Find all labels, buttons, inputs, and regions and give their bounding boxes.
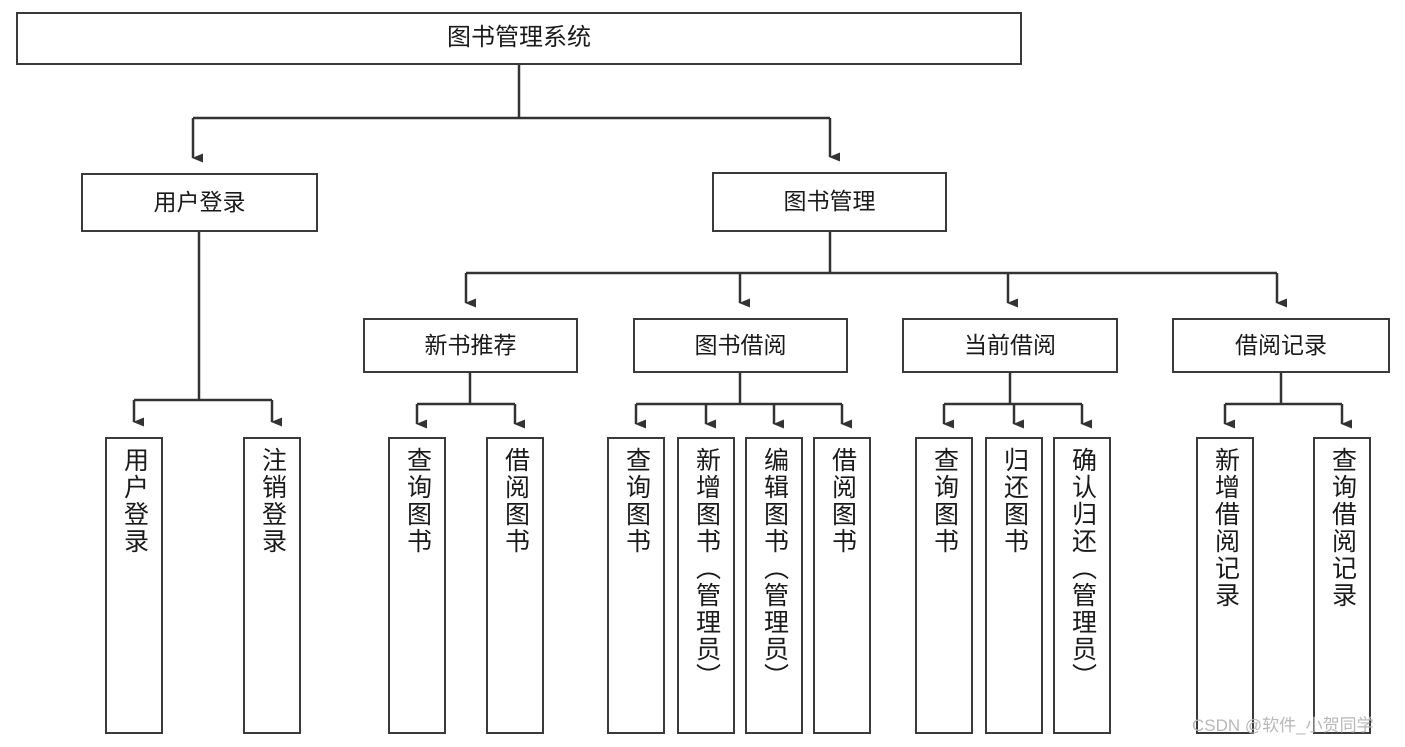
node-leaf-add-record[interactable]: 新增借阅记录 bbox=[1196, 437, 1254, 734]
watermark-text: CSDN @软件_小贺同学 bbox=[1192, 716, 1374, 735]
node-borrow-record-label: 借阅记录 bbox=[1235, 331, 1327, 358]
node-current-borrow[interactable]: 当前借阅 bbox=[902, 318, 1118, 373]
node-leaf-confirm-return[interactable]: 确认归还（管理员） bbox=[1053, 437, 1111, 734]
node-user-login-label: 用户登录 bbox=[153, 188, 246, 215]
node-book-borrow-label: 图书借阅 bbox=[694, 331, 787, 358]
node-leaf-query-book-3[interactable]: 查询图书 bbox=[915, 437, 973, 734]
node-leaf-add-book-label: 新增图书（管理员） bbox=[692, 447, 721, 690]
node-user-login[interactable]: 用户登录 bbox=[81, 173, 318, 232]
node-leaf-borrow-book-2-label: 借阅图书 bbox=[828, 447, 857, 555]
node-leaf-add-book[interactable]: 新增图书（管理员） bbox=[677, 437, 735, 734]
node-book-borrow[interactable]: 图书借阅 bbox=[633, 318, 848, 373]
node-leaf-user-login-label: 用户登录 bbox=[120, 447, 149, 555]
node-book-manage-label: 图书管理 bbox=[783, 188, 876, 215]
node-leaf-edit-book-label: 编辑图书（管理员） bbox=[760, 447, 789, 690]
node-leaf-query-book-1-label: 查询图书 bbox=[403, 447, 432, 555]
node-new-book-recommend[interactable]: 新书推荐 bbox=[363, 318, 578, 373]
node-new-book-recommend-label: 新书推荐 bbox=[424, 331, 517, 358]
node-leaf-edit-book[interactable]: 编辑图书（管理员） bbox=[745, 437, 803, 734]
node-leaf-logout[interactable]: 注销登录 bbox=[243, 437, 301, 734]
node-leaf-query-book-2-label: 查询图书 bbox=[622, 447, 651, 555]
node-current-borrow-label: 当前借阅 bbox=[964, 331, 1056, 358]
node-leaf-borrow-book-2[interactable]: 借阅图书 bbox=[813, 437, 871, 734]
node-book-manage[interactable]: 图书管理 bbox=[712, 172, 947, 232]
node-leaf-return-book-label: 归还图书 bbox=[1000, 447, 1029, 555]
node-leaf-add-record-label: 新增借阅记录 bbox=[1211, 447, 1240, 609]
node-root[interactable]: 图书管理系统 bbox=[16, 12, 1022, 65]
node-leaf-query-book-2[interactable]: 查询图书 bbox=[607, 437, 665, 734]
node-leaf-query-book-3-label: 查询图书 bbox=[930, 447, 959, 555]
node-root-label: 图书管理系统 bbox=[447, 24, 591, 52]
node-leaf-logout-label: 注销登录 bbox=[258, 447, 287, 555]
node-leaf-borrow-book-1-label: 借阅图书 bbox=[501, 447, 530, 555]
node-leaf-return-book[interactable]: 归还图书 bbox=[985, 437, 1043, 734]
node-leaf-query-record-label: 查询借阅记录 bbox=[1328, 447, 1357, 609]
node-leaf-confirm-return-label: 确认归还（管理员） bbox=[1068, 447, 1097, 690]
node-leaf-query-book-1[interactable]: 查询图书 bbox=[388, 437, 446, 734]
node-leaf-query-record[interactable]: 查询借阅记录 bbox=[1313, 437, 1371, 734]
node-leaf-borrow-book-1[interactable]: 借阅图书 bbox=[486, 437, 544, 734]
node-leaf-user-login[interactable]: 用户登录 bbox=[105, 437, 163, 734]
node-borrow-record[interactable]: 借阅记录 bbox=[1172, 318, 1390, 373]
